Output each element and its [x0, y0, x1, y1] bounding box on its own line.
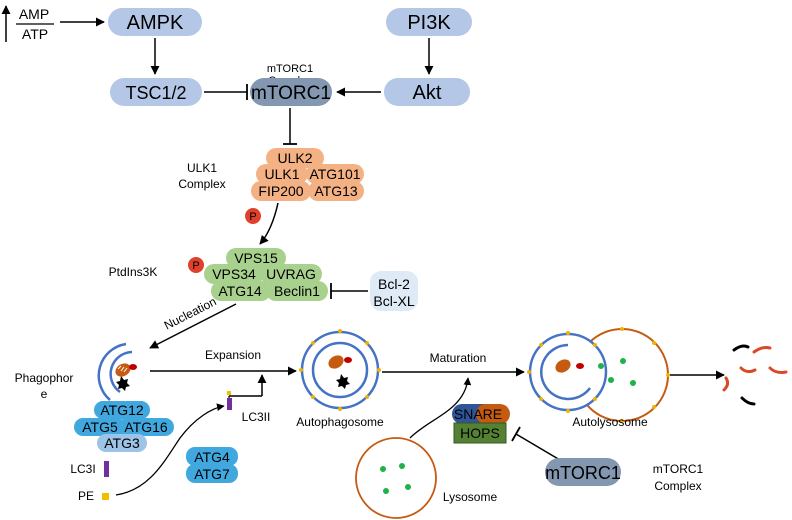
red-organelle-icon: [344, 357, 352, 363]
beclin1-label: Beclin1: [274, 283, 320, 299]
protein-aggregate-icon: [116, 376, 130, 391]
nucleation-arrow: [149, 303, 237, 349]
bcl2-label: Bcl-2: [378, 276, 410, 292]
phagophore: [97, 342, 137, 401]
mtorc1-caption: mTORC1: [267, 63, 313, 75]
atg13-label: ATG13: [314, 183, 358, 199]
mtorc1-lower-label: mTORC1: [545, 463, 621, 483]
vps15-label: VPS15: [234, 250, 278, 266]
mitochondrion-icon: [115, 363, 131, 377]
akt-label: Akt: [413, 82, 442, 104]
autolysosome-label: Autolysosome: [572, 415, 648, 429]
lc3ii-label: LC3II: [242, 410, 271, 424]
mtorc1-inhibits-fusion: [511, 426, 521, 442]
atg4-atg7-complex: ATG4 ATG7: [186, 447, 238, 483]
atg7-label: ATG7: [194, 466, 230, 482]
phosphate-marker-ulk1: P: [245, 208, 261, 224]
snare-hops-complex: SNARE HOPS: [452, 404, 510, 444]
ulk2-label: ULK2: [277, 150, 312, 166]
atg101-label: ATG101: [309, 166, 360, 182]
pi3k-node: PI3K: [386, 8, 472, 36]
atg12-label: ATG12: [100, 402, 144, 418]
vps34-label: VPS34: [212, 266, 256, 282]
ulk1-to-ptdins3k-arrow: [259, 202, 279, 245]
snare-label: SNARE: [454, 406, 502, 422]
phagophore-caption-line2: e: [41, 387, 48, 401]
atg4-label: ATG4: [194, 449, 230, 465]
svg-text:P: P: [192, 260, 199, 272]
hops-label: HOPS: [460, 425, 500, 441]
pe-lipid-icon: [227, 391, 231, 395]
atg12-atg5-atg16-complex: ATG12 ATG5 ATG16 ATG3: [74, 401, 174, 452]
red-organelle-icon: [129, 364, 137, 370]
ampk-node: AMPK: [108, 8, 202, 36]
maturation-label: Maturation: [430, 351, 487, 365]
degradation-fragments: [722, 344, 788, 406]
tsc-node: TSC1/2: [110, 78, 202, 106]
ulk1-complex: ULK2 ULK1 ATG101 FIP200 ATG13: [251, 148, 364, 201]
lc3i-label: LC3I: [70, 462, 95, 476]
lc3i-bar-icon: [104, 461, 109, 477]
bcl-node: Bcl-2 Bcl-XL: [370, 271, 418, 311]
lysosome-label: Lysosome: [443, 490, 498, 504]
atg5-label: ATG5: [82, 419, 118, 435]
red-organelle-icon: [576, 363, 584, 369]
autophagosome: [299, 329, 381, 411]
ptdins3k-caption: PtdIns3K: [109, 265, 158, 279]
phospho-label: P: [249, 211, 256, 223]
pe-label: PE: [78, 489, 94, 503]
phosphate-marker-vps34: P: [188, 257, 204, 273]
mitochondrion-icon: [555, 359, 571, 373]
atg3-label: ATG3: [104, 435, 140, 451]
ptdins3k-complex: VPS15 VPS34 UVRAG ATG14 Beclin1: [204, 248, 328, 301]
fip200-label: FIP200: [258, 183, 303, 199]
lysosome-to-maturation-arrow: [409, 377, 472, 439]
autophagosome-label: Autophagosome: [296, 415, 384, 429]
mitochondrion-icon: [328, 355, 344, 369]
atg16-label: ATG16: [124, 419, 168, 435]
mtorc1-lower-caption-line2: Complex: [654, 479, 701, 493]
ulk1-complex-caption-line2: Complex: [178, 177, 225, 191]
atg14-label: ATG14: [218, 283, 262, 299]
mtorc1-label: mTORC1: [251, 83, 331, 104]
uvrag-label: UVRAG: [266, 266, 316, 282]
mtorc1-node: mTORC1: [250, 78, 332, 106]
ulk1-complex-caption-line1: ULK1: [187, 161, 217, 175]
ampk-label: AMPK: [127, 12, 184, 34]
mtorc1-lower-node: mTORC1: [545, 458, 621, 486]
protein-aggregate-icon: [336, 374, 350, 389]
mtorc1-lower-caption-line1: mTORC1: [653, 462, 704, 476]
lysosome: [355, 437, 437, 519]
akt-node: Akt: [384, 78, 470, 106]
atp-label: ATP: [22, 26, 48, 42]
pi3k-label: PI3K: [407, 12, 451, 34]
pe-icon: [102, 493, 109, 500]
amp-label: AMP: [19, 6, 49, 22]
autolysosome: [527, 327, 670, 423]
lc3-lipidation-arrow: [115, 403, 225, 496]
tsc-label: TSC1/2: [125, 83, 186, 103]
expansion-label: Expansion: [205, 348, 261, 362]
phagophore-caption-line1: Phagophor: [15, 371, 74, 385]
amp-atp-ratio: AMP ATP: [1, 5, 54, 42]
ulk1-label: ULK1: [264, 166, 299, 182]
bclxl-label: Bcl-XL: [373, 293, 414, 309]
lc3ii-bar-icon: [227, 398, 232, 410]
